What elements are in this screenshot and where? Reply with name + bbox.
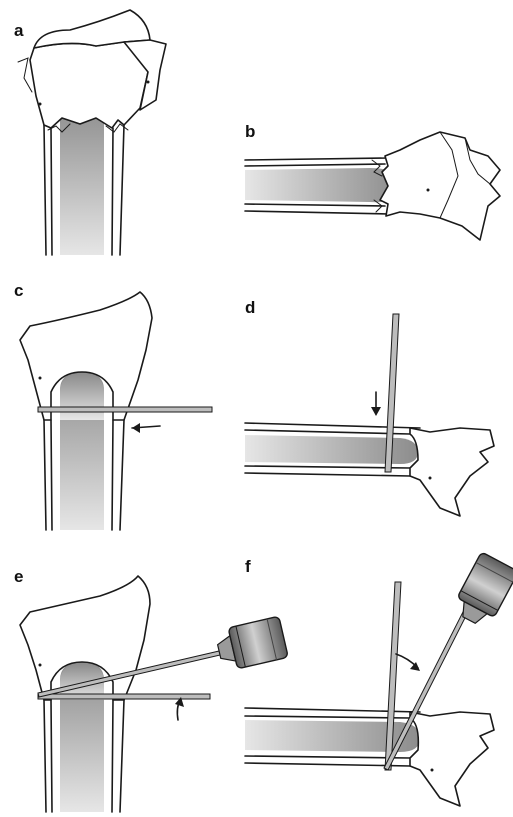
- drill-chuck-icon: [214, 616, 288, 672]
- pin: [38, 694, 210, 699]
- marrow-canal: [60, 102, 104, 255]
- pin: [38, 407, 212, 412]
- panel-label-d: d: [245, 298, 255, 317]
- panel-c: c: [14, 281, 212, 530]
- panel-e: e: [14, 567, 288, 812]
- panel-d: d: [245, 298, 494, 516]
- bone-head: [410, 428, 494, 516]
- panel-label-b: b: [245, 122, 255, 141]
- panel-b: b: [245, 122, 500, 240]
- panel-label-f: f: [245, 557, 251, 576]
- panel-label-c: c: [14, 281, 23, 300]
- panel-f: f: [245, 552, 513, 806]
- panel-label-e: e: [14, 567, 23, 586]
- bone-head: [410, 712, 494, 806]
- shaft-outline-left: [44, 125, 46, 255]
- panel-a: a: [14, 10, 166, 255]
- panel-label-a: a: [14, 21, 24, 40]
- bone-head: [380, 132, 500, 240]
